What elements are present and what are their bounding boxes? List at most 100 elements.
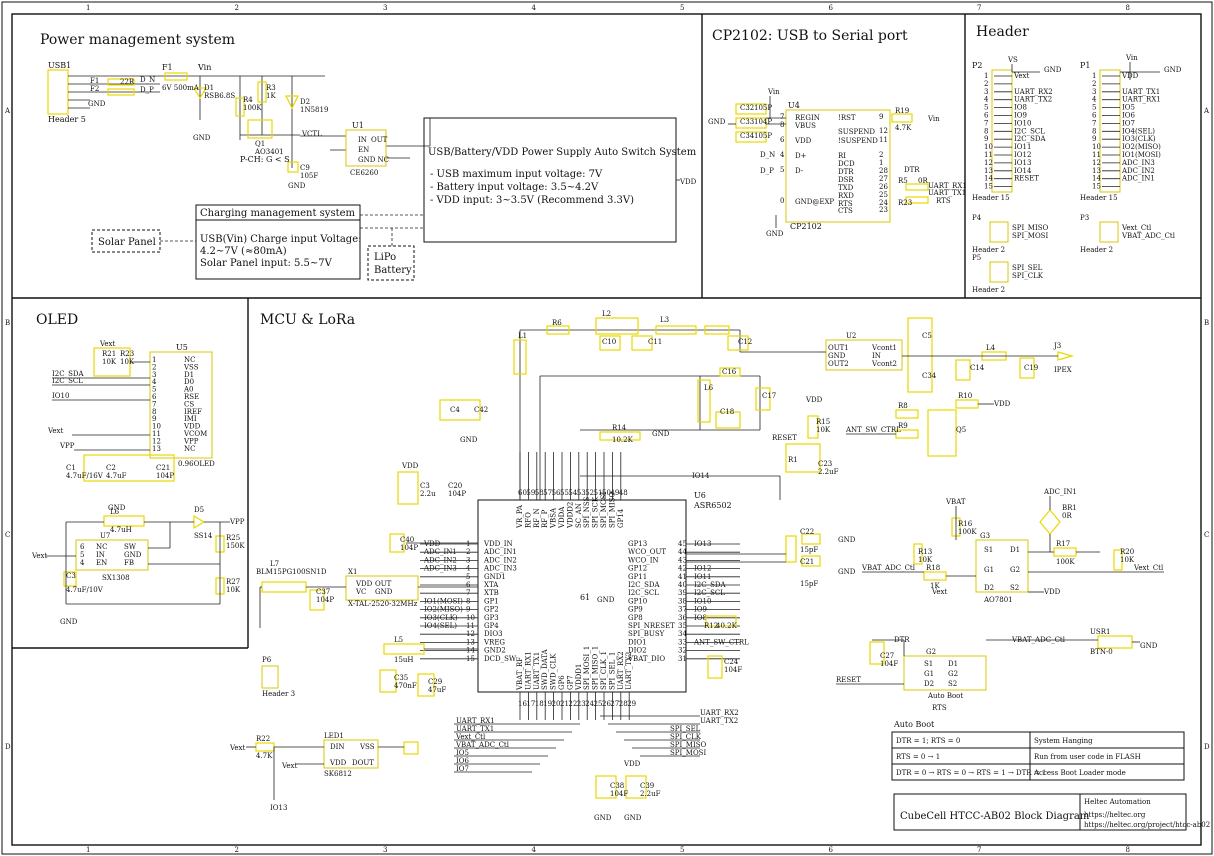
oled-u5 bbox=[149, 351, 213, 459]
p2-pin-9: 9 bbox=[984, 135, 988, 143]
c12-ref: C12 bbox=[738, 338, 752, 346]
c39-ref: C39 bbox=[640, 782, 654, 790]
row-marker-right-C: C bbox=[1204, 531, 1209, 539]
oled-pin-num-13: 13 bbox=[152, 445, 161, 453]
mcu-pin-uart_rx2: UART_RX2 bbox=[617, 651, 625, 690]
col-marker-bottom-4: 4 bbox=[532, 846, 537, 854]
p6-ref: P6 bbox=[262, 656, 272, 664]
cp2102-pin-d+: D+ bbox=[795, 152, 807, 160]
rf-pin-vcont2: Vcont2 bbox=[871, 360, 897, 368]
c3-value: 2.2u bbox=[420, 490, 436, 498]
oled-pin-vcom: VCOM bbox=[183, 430, 207, 438]
ab-row-3-result: Access Boot Loader mode bbox=[1033, 769, 1126, 777]
c38-ref: C38 bbox=[610, 782, 624, 790]
col-marker-bottom-5: 5 bbox=[680, 846, 684, 854]
cp2102-pin-dsr: DSR bbox=[838, 176, 854, 184]
svg-text:GND: GND bbox=[1164, 66, 1182, 74]
fuse-f1 bbox=[164, 72, 188, 81]
p2-pin-5: 5 bbox=[984, 104, 988, 112]
mcu-pin-num-29: 29 bbox=[627, 700, 636, 708]
col-marker-bottom-3: 3 bbox=[383, 846, 387, 854]
p1-net-2: UART_TX1 bbox=[1122, 88, 1160, 96]
r15-value: 10K bbox=[816, 426, 831, 434]
mcu-pin-gp1: GP1 bbox=[484, 597, 499, 605]
mcu-pin-gp7: GP7 bbox=[566, 675, 574, 690]
boost-gnd: GND bbox=[60, 618, 78, 626]
lipo-label-1: LiPo bbox=[374, 252, 396, 263]
c21-value-oled: 104P bbox=[156, 472, 174, 480]
oled-pin-num-9: 9 bbox=[152, 415, 156, 423]
r22-value: 4.7K bbox=[256, 752, 273, 760]
svg-text:G1: G1 bbox=[984, 566, 994, 574]
l5-value: 15uH bbox=[394, 656, 414, 664]
l5-ref: L5 bbox=[394, 636, 403, 644]
net-vin: Vin bbox=[197, 63, 211, 72]
mcu-pin-num-60: 60 bbox=[518, 489, 527, 497]
cp2102-chip bbox=[785, 109, 891, 223]
svg-text:EN: EN bbox=[358, 146, 369, 154]
col-marker-top-4: 4 bbox=[532, 4, 537, 12]
oled-pin-num-1: 1 bbox=[152, 356, 156, 364]
boost-pin-in: IN bbox=[96, 551, 105, 559]
vbat-net: VBAT bbox=[945, 498, 966, 506]
r13-ref: R13 bbox=[918, 548, 932, 556]
mcu-gnd-pad: 61 bbox=[580, 593, 590, 602]
vbat-switch-name: AO7801 bbox=[983, 596, 1013, 604]
p1-pin-12: 12 bbox=[1092, 159, 1101, 167]
cp2102-pin-num: 26 bbox=[879, 183, 888, 191]
usb1-title: Header 5 bbox=[48, 115, 86, 124]
net-dtr: DTR bbox=[904, 166, 920, 174]
cp2102-pin-num: 7 bbox=[780, 113, 784, 121]
oled-pin-num-5: 5 bbox=[152, 386, 156, 394]
cp2102-pin-num: 23 bbox=[879, 206, 888, 214]
p2-pin-15: 15 bbox=[984, 183, 993, 191]
q5-ref: Q5 bbox=[956, 426, 966, 434]
mcu-pin-uart_rx1: UART_RX1 bbox=[524, 651, 532, 690]
mcu-pin-num-27: 27 bbox=[610, 700, 619, 708]
c16-ref: C16 bbox=[722, 368, 737, 376]
svg-text:GND: GND bbox=[597, 596, 615, 604]
p5-title: Header 2 bbox=[972, 286, 1005, 294]
col-marker-bottom-7: 7 bbox=[977, 846, 981, 854]
mcu-pin-num-38: 38 bbox=[678, 597, 687, 605]
p1-net-8: IO3(CLK) bbox=[1122, 135, 1156, 143]
auto-switch-line-2: - Battery input voltage: 3.5~4.2V bbox=[430, 182, 599, 193]
p1-title: Header 15 bbox=[1080, 194, 1118, 202]
led-pin-vss: VSS bbox=[359, 743, 375, 751]
c42-ref: C42 bbox=[474, 406, 488, 414]
svg-text:GND: GND bbox=[193, 134, 211, 142]
xtal-pin-vdd: VDD bbox=[355, 580, 373, 588]
vbat-adc-in1: ADC_IN1 bbox=[1043, 488, 1077, 496]
mcu-pin-spi_miso: SPI_MISO bbox=[608, 492, 616, 528]
row-marker-right-B: B bbox=[1204, 319, 1209, 327]
p1-net-4: IO5 bbox=[1122, 104, 1135, 112]
mcu-pin-gp12: GP12 bbox=[628, 565, 647, 573]
boost-pin-nc: NC bbox=[96, 543, 107, 551]
rf-pin-vcont1: Vcont1 bbox=[871, 344, 897, 352]
rf-pin-out1: OUT1 bbox=[828, 344, 849, 352]
c1-value: 4.7uF/16V bbox=[66, 472, 104, 480]
c34-value: 105P bbox=[754, 132, 772, 140]
col-marker-bottom-2: 2 bbox=[235, 846, 239, 854]
p1-pin-6: 6 bbox=[1092, 112, 1097, 120]
r19-ref: R19 bbox=[895, 107, 909, 115]
cp2102-pin-cts: CTS bbox=[838, 207, 853, 215]
svg-text:S1: S1 bbox=[984, 546, 993, 554]
mcu-pin-gnd2: GND2 bbox=[484, 647, 506, 655]
title-block-url-1: https://heltec.org bbox=[1084, 811, 1146, 819]
oled-pin-vss: VSS bbox=[183, 363, 199, 371]
p3-net-2: VBAT_ADC_Ctl bbox=[1121, 232, 1176, 240]
p1-net-7: IO4(SEL) bbox=[1122, 127, 1155, 135]
ab-pin-s1: S1 bbox=[924, 660, 933, 668]
r14-ref: R14 bbox=[612, 424, 627, 432]
u1-name: CE6260 bbox=[350, 169, 378, 177]
mcu-pin-adc_in2: ADC_IN2 bbox=[483, 556, 517, 564]
mcu-bottom-net-9: SPI_SEL bbox=[670, 725, 701, 733]
mcu-pin-rf_p: RF_P bbox=[541, 509, 549, 528]
mcu-pin-num-39: 39 bbox=[678, 589, 687, 597]
charging-box bbox=[195, 204, 361, 280]
c27-ref: C27 bbox=[880, 652, 894, 660]
